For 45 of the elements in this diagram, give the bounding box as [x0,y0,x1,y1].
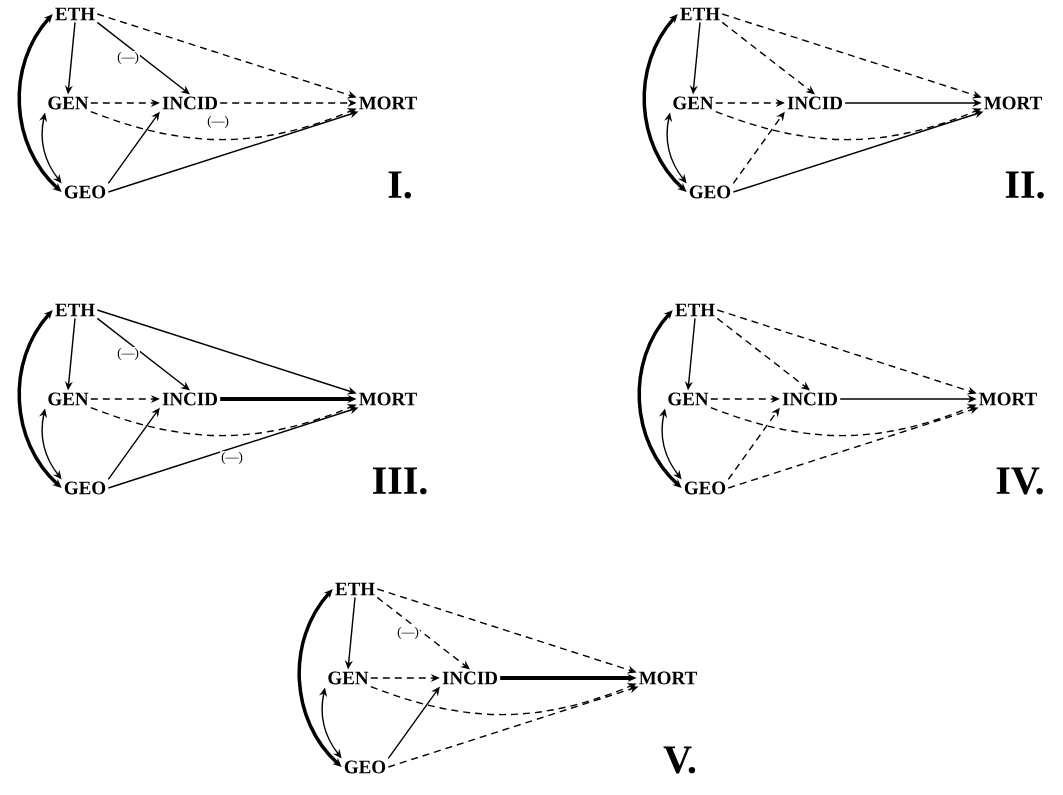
arrow [637,310,682,488]
variable-label: ETH [335,582,375,596]
variable-label: GEO [689,185,731,199]
variable-label: MORT [639,671,697,685]
variable-label: ETH [55,303,95,317]
variable-label: GEO [684,481,726,495]
arrow [721,21,815,95]
variable-label: INCID [782,392,838,406]
variable-label: MORT [979,392,1037,406]
panel-number: I. [388,171,411,199]
edge-label: (—) [116,347,140,361]
panel-number: III. [373,467,427,495]
arrow [376,596,470,670]
variable-label: GEN [673,96,714,110]
arrow [96,21,190,95]
variable-label: GEN [48,96,89,110]
panel-number: V. [663,746,696,774]
variable-label: INCID [787,96,843,110]
variable-label: INCID [442,671,498,685]
variable-label: GEO [64,185,106,199]
edge-label: (—) [206,115,230,129]
variable-label: INCID [162,392,218,406]
arrow [297,589,342,767]
variable-label: ETH [55,7,95,21]
variable-label: INCID [162,96,218,110]
edge-label: (—) [396,626,420,640]
variable-label: GEN [328,671,369,685]
variable-label: MORT [359,392,417,406]
arrow [642,14,687,192]
arrow [716,317,810,391]
panel-number: IV. [996,467,1043,495]
variable-label: MORT [359,96,417,110]
arrow [17,14,62,192]
variable-label: MORT [984,96,1042,110]
edge-label: (—) [116,51,140,65]
panel-number: II. [1005,171,1044,199]
variable-label: GEN [668,392,709,406]
arrow [96,317,190,391]
variable-label: ETH [680,7,720,21]
variable-label: GEN [48,392,89,406]
variable-label: ETH [675,303,715,317]
arrow [17,310,62,488]
variable-label: GEO [64,481,106,495]
edge-label: (—) [220,451,244,465]
variable-label: GEO [344,760,386,774]
